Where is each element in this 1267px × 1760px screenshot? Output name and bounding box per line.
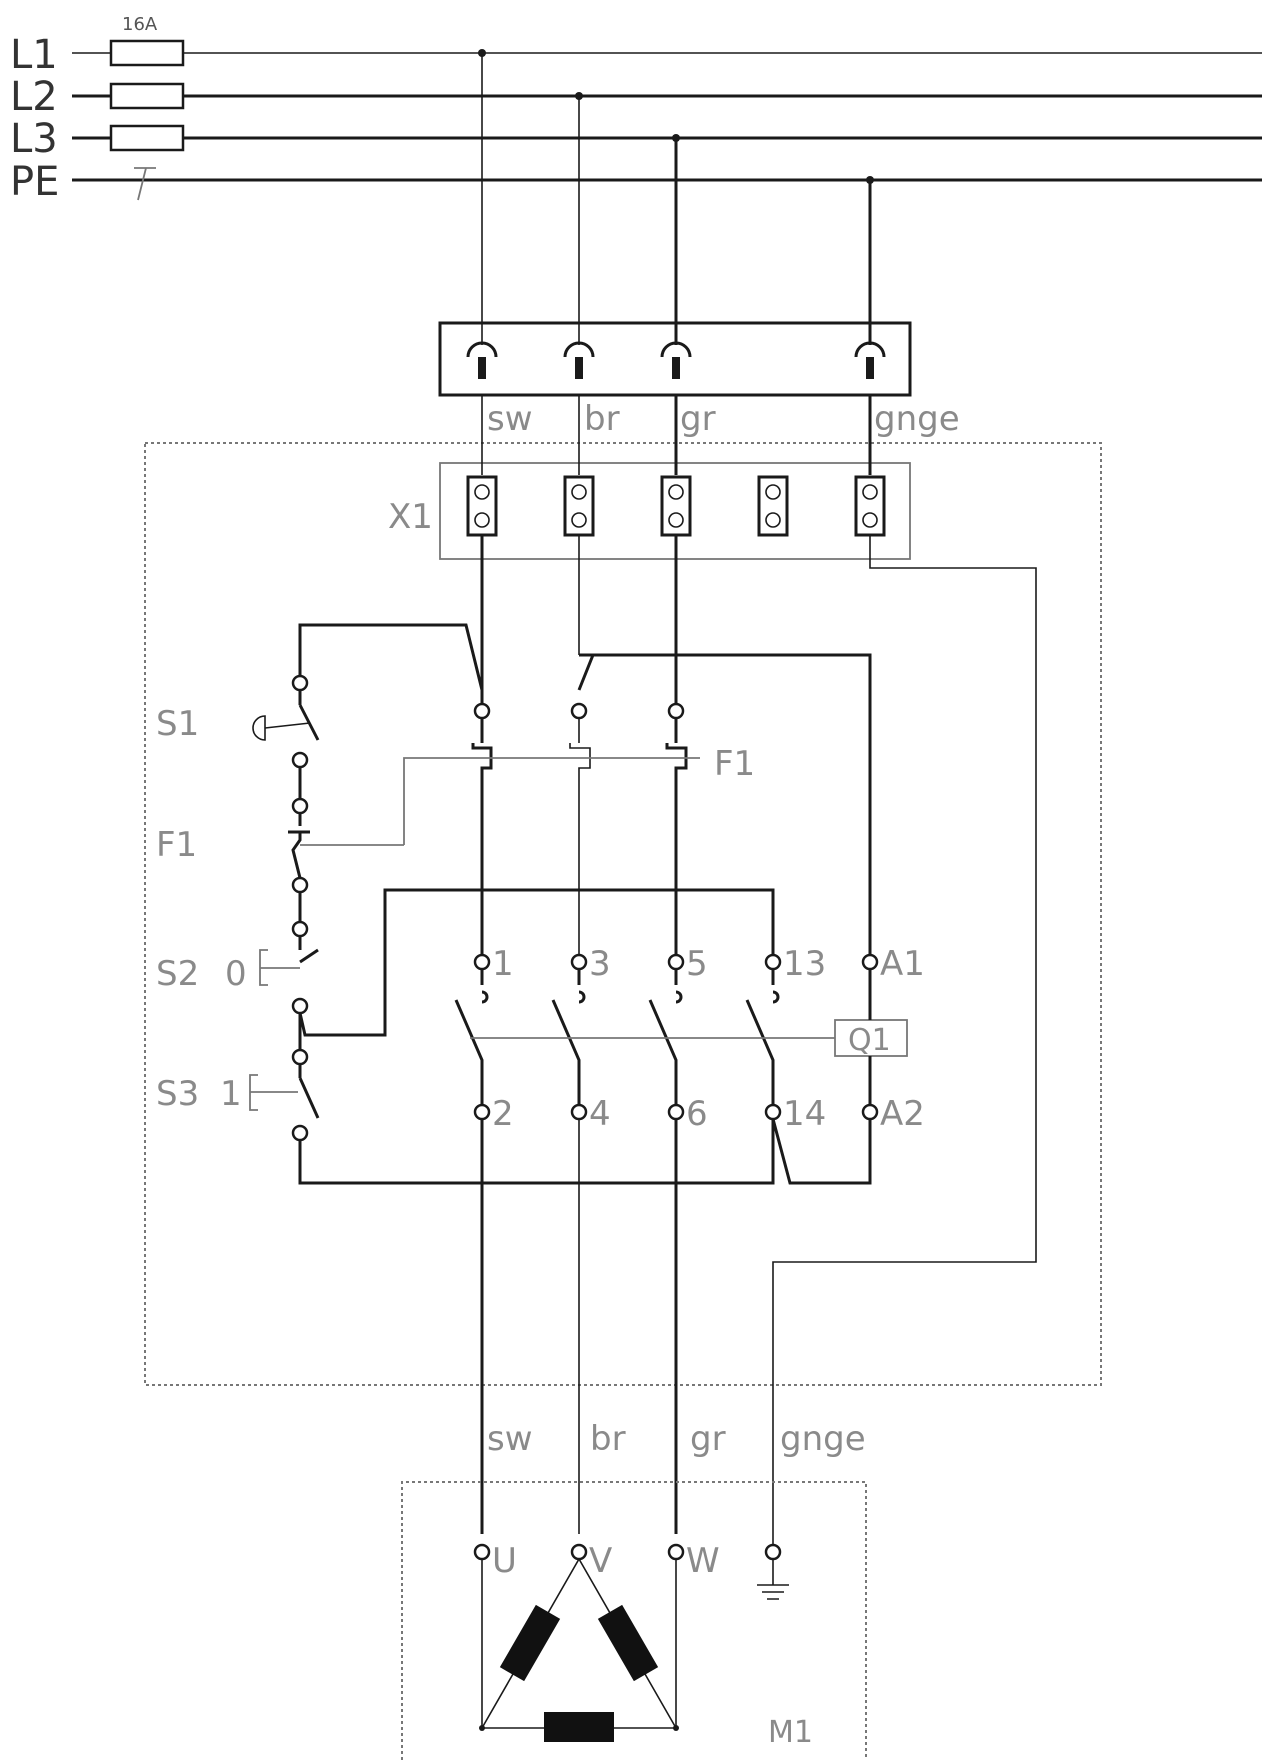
terminal — [466, 475, 498, 537]
plug-wire-label: gr — [680, 399, 716, 439]
control-feed-right — [577, 653, 872, 955]
motor-winding — [597, 1604, 659, 1682]
motor-housing — [401, 1481, 867, 1760]
overload-relay-f1: F1 — [403, 702, 755, 845]
start-switch-state: 1 — [220, 1074, 242, 1114]
start-switch-label: S3 — [156, 1074, 199, 1114]
control-feed-left — [298, 623, 484, 691]
overload-label: F1 — [714, 744, 755, 784]
supply-line-label: PE — [10, 159, 59, 205]
overload-aux-label: F1 — [156, 825, 197, 865]
pe-mark-icon — [134, 167, 156, 201]
contactor-name: Q1 — [848, 1023, 891, 1058]
contact-number: 13 — [783, 944, 826, 984]
fuse-rating: 16A — [122, 14, 158, 35]
terminal — [563, 475, 595, 537]
motor-wire-label: gr — [690, 1419, 726, 1459]
plug-wire-label: br — [584, 399, 620, 439]
contact-number: 14 — [783, 1094, 826, 1134]
terminal-block-label: X1 — [388, 497, 433, 537]
contactor-q1: 1 3 5 13 A1 Q1 2 4 6 14 A2 — [454, 944, 925, 1185]
supply-line-label: L3 — [10, 116, 58, 162]
plug-pin-gr — [660, 341, 692, 379]
stop-switch-state: 0 — [225, 954, 247, 994]
plug-pin-br — [563, 341, 595, 379]
contact-number: 6 — [686, 1094, 708, 1134]
motor-wire-label: sw — [487, 1419, 533, 1459]
motor-winding — [544, 1712, 614, 1742]
supply-line-label: L1 — [10, 32, 58, 78]
motor-m1: U V W M1 — [401, 1481, 867, 1760]
motor-winding — [499, 1604, 561, 1682]
contact-number: 5 — [686, 944, 708, 984]
earth-wire — [772, 535, 1037, 1545]
coil-terminal: A2 — [880, 1094, 925, 1134]
motor-terminal: V — [589, 1541, 612, 1581]
control-enclosure — [144, 442, 1102, 1386]
contactor-coil — [834, 1019, 908, 1057]
plug-pin-gnge — [854, 341, 886, 379]
motor-terminal: W — [686, 1541, 720, 1581]
motor-wire-label: br — [590, 1419, 626, 1459]
ground-icon — [757, 1559, 789, 1600]
contact-number: 4 — [589, 1094, 611, 1134]
supply-line-label: L2 — [10, 74, 58, 120]
fuse-l3 — [109, 124, 185, 152]
stop-button-label: S1 — [156, 704, 199, 744]
terminal-block: X1 — [388, 395, 911, 560]
plug: sw br gr gnge — [438, 321, 960, 439]
plug-wire-label: gnge — [874, 399, 960, 439]
contact-number: 1 — [492, 944, 514, 984]
coil-terminal: A1 — [880, 944, 925, 984]
motor-name: M1 — [768, 1715, 813, 1750]
terminal — [854, 475, 886, 537]
plug-wire-label: sw — [487, 399, 533, 439]
fuse-l2 — [109, 82, 185, 110]
plug-pin-sw — [466, 341, 498, 379]
stop-switch-label: S2 — [156, 954, 199, 994]
control-circuit: S1 F1 S2 0 S3 1 — [156, 625, 775, 1185]
contact-number: 2 — [492, 1094, 514, 1134]
terminal — [757, 475, 789, 537]
supply-section: L1 L2 L3 PE 16A — [10, 14, 1262, 205]
motor-wire-label: gnge — [780, 1419, 866, 1459]
motor-terminal: U — [492, 1541, 517, 1581]
fuse-l1 — [109, 39, 185, 67]
feed-wires — [481, 53, 872, 345]
contact-number: 3 — [589, 944, 611, 984]
terminal — [660, 475, 692, 537]
